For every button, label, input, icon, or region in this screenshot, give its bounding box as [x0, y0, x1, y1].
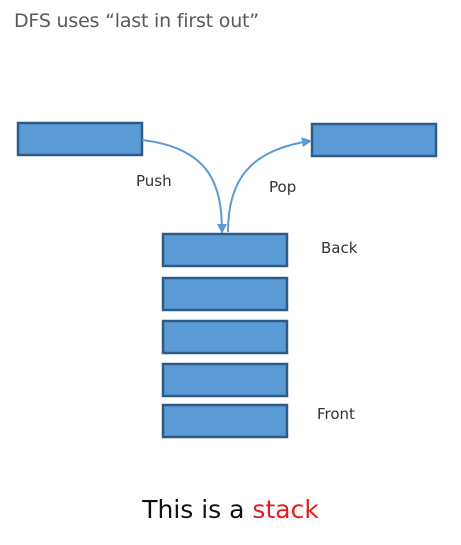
caption-prefix: This is a	[142, 495, 253, 524]
stack-slot-4	[161, 362, 289, 398]
pop-label: Pop	[269, 178, 296, 196]
push-arrow	[141, 139, 227, 234]
stack-slot-2	[161, 276, 289, 312]
caption-highlight: stack	[252, 495, 319, 524]
push-label: Push	[136, 172, 172, 190]
back-label: Back	[321, 239, 358, 257]
caption: This is a stack	[0, 495, 461, 524]
stack-slot-5	[161, 403, 289, 439]
stack-slot-3	[161, 319, 289, 355]
incoming-element-box	[16, 121, 144, 157]
stack-slot-1	[161, 232, 289, 268]
front-label: Front	[317, 405, 355, 423]
outgoing-element-box	[310, 122, 438, 158]
pop-arrow	[227, 137, 312, 233]
page-title: DFS uses “last in first out”	[14, 10, 259, 32]
